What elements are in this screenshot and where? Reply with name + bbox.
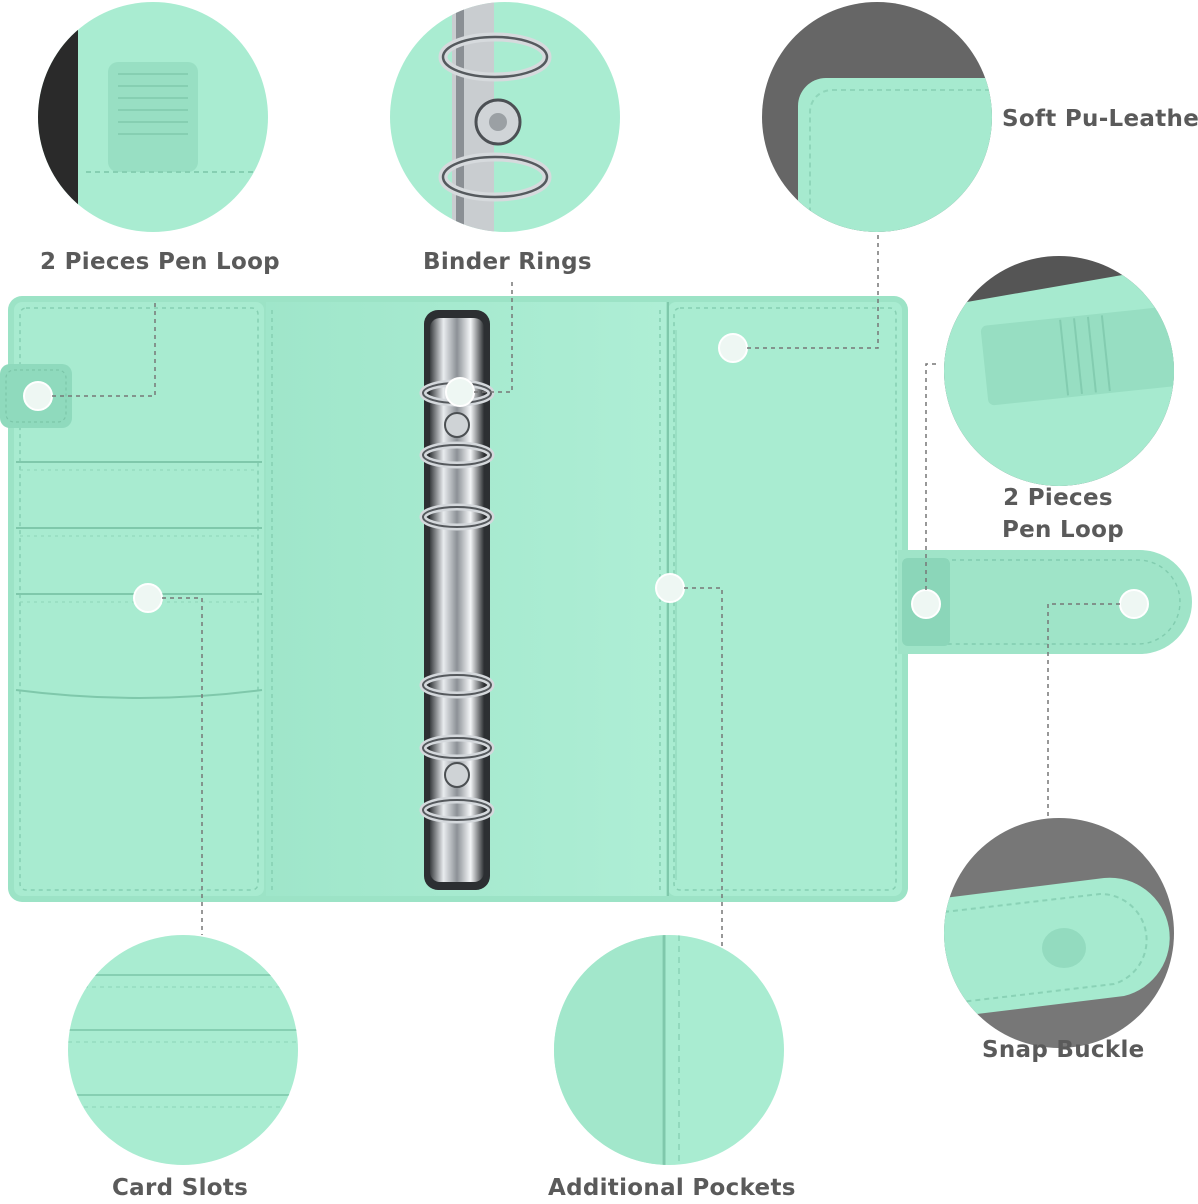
detail-soft-leather	[762, 2, 992, 232]
label-pen-loop-left: 2 Pieces Pen Loop	[40, 249, 280, 275]
detail-snap-buckle	[944, 818, 1174, 1048]
label-soft-leather: Soft Pu-Leather	[1002, 106, 1198, 132]
detail-pen-loop-right	[944, 256, 1174, 486]
label-pen-loop-right-line2: Pen Loop	[1002, 517, 1124, 543]
detail-binder-rings	[390, 2, 620, 232]
detail-card-slots	[68, 935, 298, 1165]
detail-pen-loop-top-left	[38, 2, 268, 232]
label-additional-pockets: Additional Pockets	[548, 1175, 796, 1201]
leader-lines	[52, 200, 1120, 955]
right-panel	[668, 302, 902, 896]
snap-strap	[898, 550, 1192, 654]
label-card-slots: Card Slots	[112, 1175, 249, 1201]
callout-markers	[23, 333, 1149, 619]
label-binder-rings: Binder Rings	[423, 249, 592, 275]
label-snap-buckle: Snap Buckle	[982, 1037, 1145, 1063]
detail-additional-pockets	[554, 935, 784, 1165]
label-pen-loop-right-line1: 2 Pieces	[1003, 485, 1113, 511]
